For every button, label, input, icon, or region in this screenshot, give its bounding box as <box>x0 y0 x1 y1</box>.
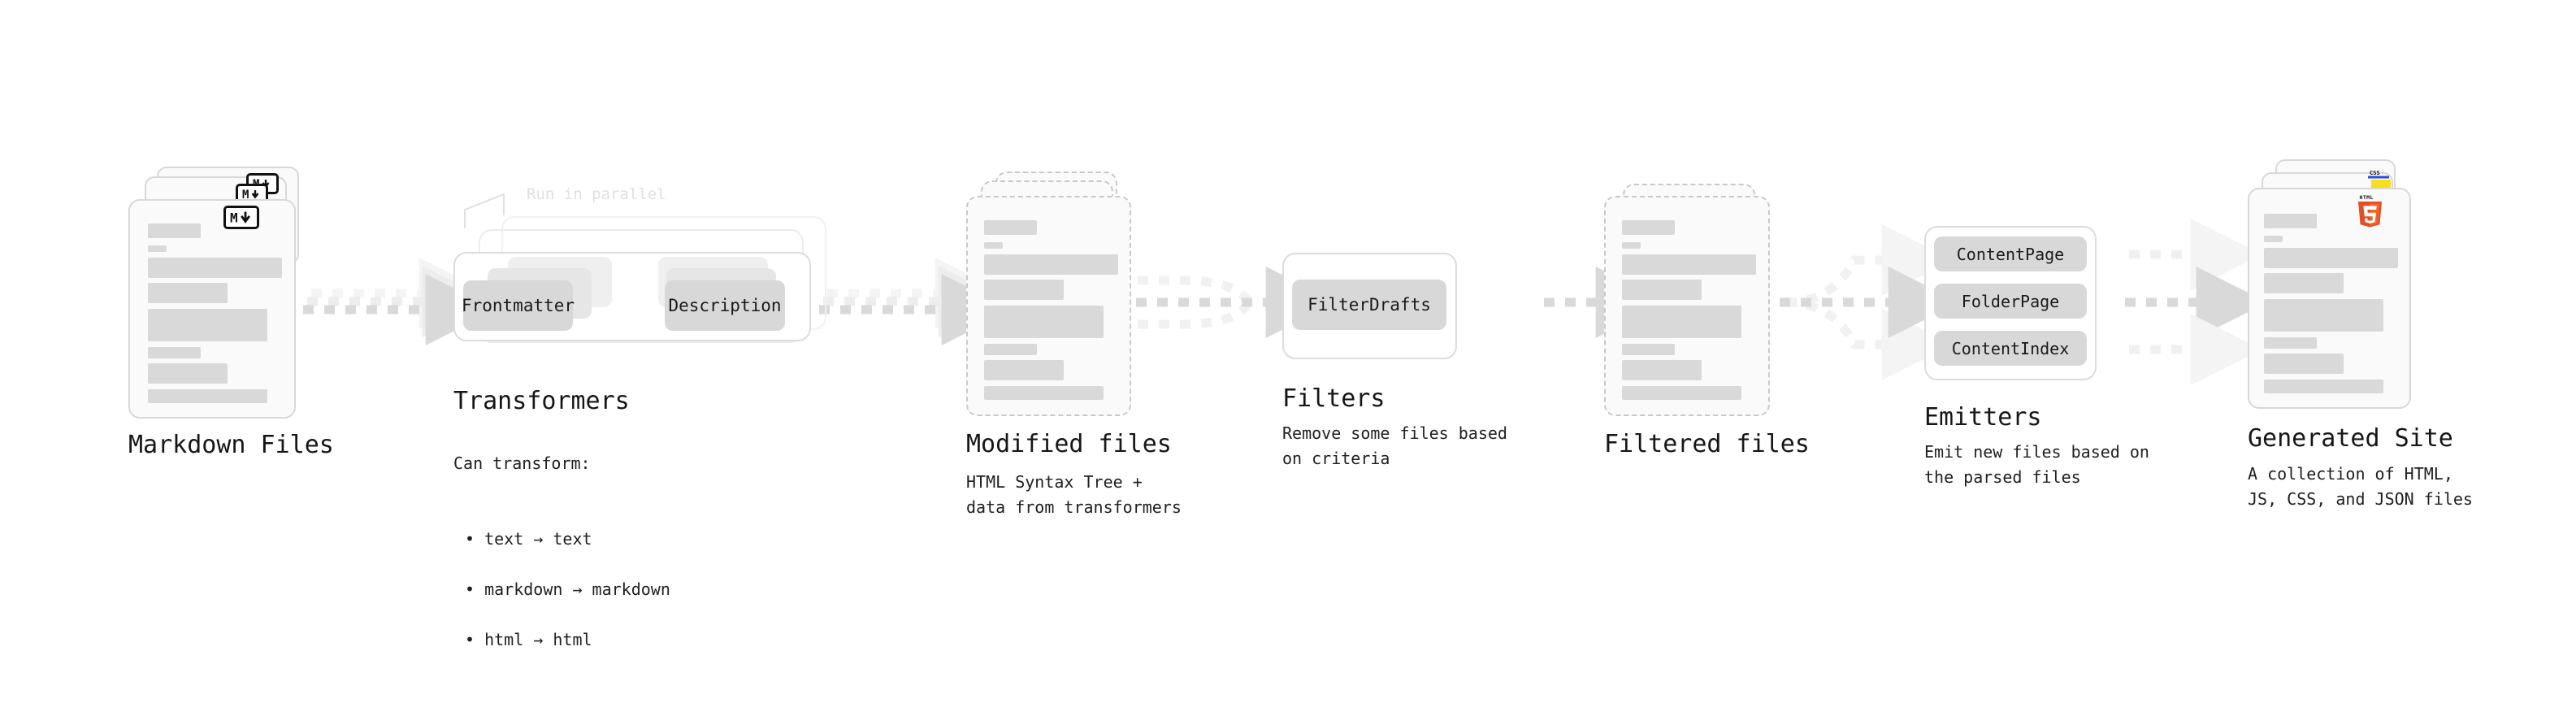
stage-desc-modified-files: HTML Syntax Tree + data from transformer… <box>966 472 1182 517</box>
doc-line <box>148 283 228 303</box>
stage-desc-transformers: Can transform: • text → text • markdown … <box>453 426 670 703</box>
stage-title-filtered-files: Filtered files <box>1604 430 1810 458</box>
doc-line <box>984 242 1003 249</box>
doc-line <box>148 347 201 358</box>
stage-title-generated-site: Generated Site <box>2248 424 2453 453</box>
filter-chip-filterdrafts[interactable]: FilterDrafts <box>1292 280 1446 330</box>
run-in-parallel-bracket <box>464 193 505 228</box>
stage-desc-emitters: Emit new files based on the parsed files <box>1924 442 2149 487</box>
emitter-chip-folderpage[interactable]: FolderPage <box>1934 284 2087 319</box>
markdown-icon: M <box>223 206 259 229</box>
doc-line <box>2264 354 2344 374</box>
doc-line <box>1622 360 1702 380</box>
doc-line <box>148 245 167 252</box>
doc-line <box>1622 254 1756 275</box>
doc-line <box>984 254 1118 275</box>
doc-line <box>984 360 1064 380</box>
doc-line <box>1622 306 1741 338</box>
transform-bullet: • html → html <box>465 630 592 649</box>
doc-line <box>984 220 1037 235</box>
stage-title-filters: Filters <box>1282 384 1386 413</box>
svg-text:CSS: CSS <box>2370 170 2380 176</box>
arrow-emitters-to-site <box>2125 219 2268 385</box>
arrow-transformers-to-modified <box>819 258 1013 345</box>
stage-title-markdown-files: Markdown Files <box>128 431 334 459</box>
css3-icon: CSS <box>2368 167 2389 179</box>
doc-line <box>148 258 282 278</box>
emitter-chip-contentpage[interactable]: ContentPage <box>1934 237 2087 271</box>
doc-line <box>148 363 228 384</box>
html5-icon: HTML <box>2357 193 2383 228</box>
arrow-modified-to-filters <box>1136 267 1338 338</box>
doc-line <box>984 386 1104 400</box>
doc-line <box>984 344 1037 355</box>
doc-line <box>148 389 267 403</box>
modified-doc-front <box>966 196 1131 416</box>
stage-title-transformers: Transformers <box>453 387 630 415</box>
filtered-doc-front <box>1604 196 1770 416</box>
doc-line <box>984 280 1064 300</box>
transformer-chip-description[interactable]: Description <box>665 280 785 331</box>
doc-line <box>2264 299 2383 332</box>
transformer-chip-frontmatter[interactable]: Frontmatter <box>462 280 575 331</box>
arrow-filtered-to-emitters <box>1780 224 1960 380</box>
doc-line <box>1622 280 1702 300</box>
doc-line <box>1622 344 1675 355</box>
doc-line <box>2264 248 2398 268</box>
doc-line <box>984 306 1104 338</box>
doc-line <box>2264 236 2283 242</box>
stage-desc-filters: Remove some files based on criteria <box>1282 423 1507 468</box>
svg-text:M: M <box>230 211 238 224</box>
doc-line <box>2264 214 2317 228</box>
run-in-parallel-label: Run in parallel <box>527 185 666 203</box>
transform-desc-lead: Can transform: <box>453 453 591 473</box>
transform-bullet: • markdown → markdown <box>465 579 670 599</box>
transform-bullet: • text → text <box>465 529 592 549</box>
doc-line <box>2264 380 2383 393</box>
svg-text:HTML: HTML <box>2360 194 2374 201</box>
markdown-doc-front <box>128 199 296 419</box>
doc-line <box>2264 273 2344 293</box>
stage-title-emitters: Emitters <box>1924 403 2042 432</box>
svg-text:M: M <box>242 189 249 200</box>
doc-line <box>1622 386 1741 400</box>
doc-line <box>148 309 267 341</box>
arrow-markdown-to-transformers <box>303 258 497 345</box>
stage-title-modified-files: Modified files <box>966 430 1172 458</box>
doc-line <box>2264 337 2317 349</box>
stage-desc-generated-site: A collection of HTML, JS, CSS, and JSON … <box>2248 464 2473 509</box>
doc-line <box>1622 242 1641 249</box>
site-doc-front <box>2248 188 2411 409</box>
emitter-chip-contentindex[interactable]: ContentIndex <box>1934 331 2087 366</box>
doc-line <box>1622 220 1675 235</box>
doc-line <box>148 223 201 238</box>
pipeline-diagram: M M M Markdown <box>128 159 2473 649</box>
